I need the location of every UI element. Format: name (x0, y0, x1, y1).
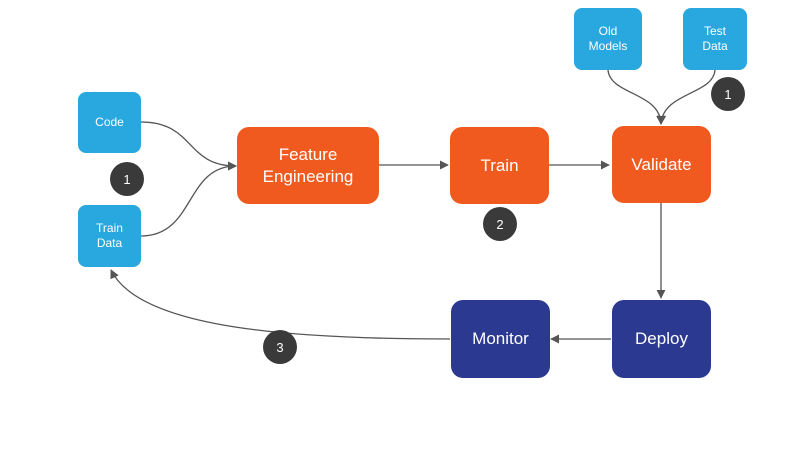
train-node: Train (450, 127, 549, 204)
feature-engineering-node: Feature Engineering (237, 127, 379, 204)
code-node: Code (78, 92, 141, 153)
arrow-train-data-to-feature-engineering (140, 161, 237, 237)
test-data-node: Test Data (683, 8, 747, 70)
old-models-node: Old Models (574, 8, 642, 70)
step-badge-3-monitor: 3 (263, 330, 297, 364)
step-badge-2-train: 2 (483, 207, 517, 241)
deploy-node: Deploy (612, 300, 711, 378)
monitor-node: Monitor (451, 300, 550, 378)
step-badge-1-inputs: 1 (110, 162, 144, 196)
train-data-node: Train Data (78, 205, 141, 267)
validate-node: Validate (612, 126, 711, 203)
arrow-test-data-to-validate (656, 69, 716, 125)
arrow-old-models-to-validate (607, 69, 666, 125)
arrow-monitor-to-train-data (110, 269, 451, 340)
arrow-code-to-feature-engineering (140, 121, 237, 171)
step-badge-1-validation: 1 (711, 77, 745, 111)
